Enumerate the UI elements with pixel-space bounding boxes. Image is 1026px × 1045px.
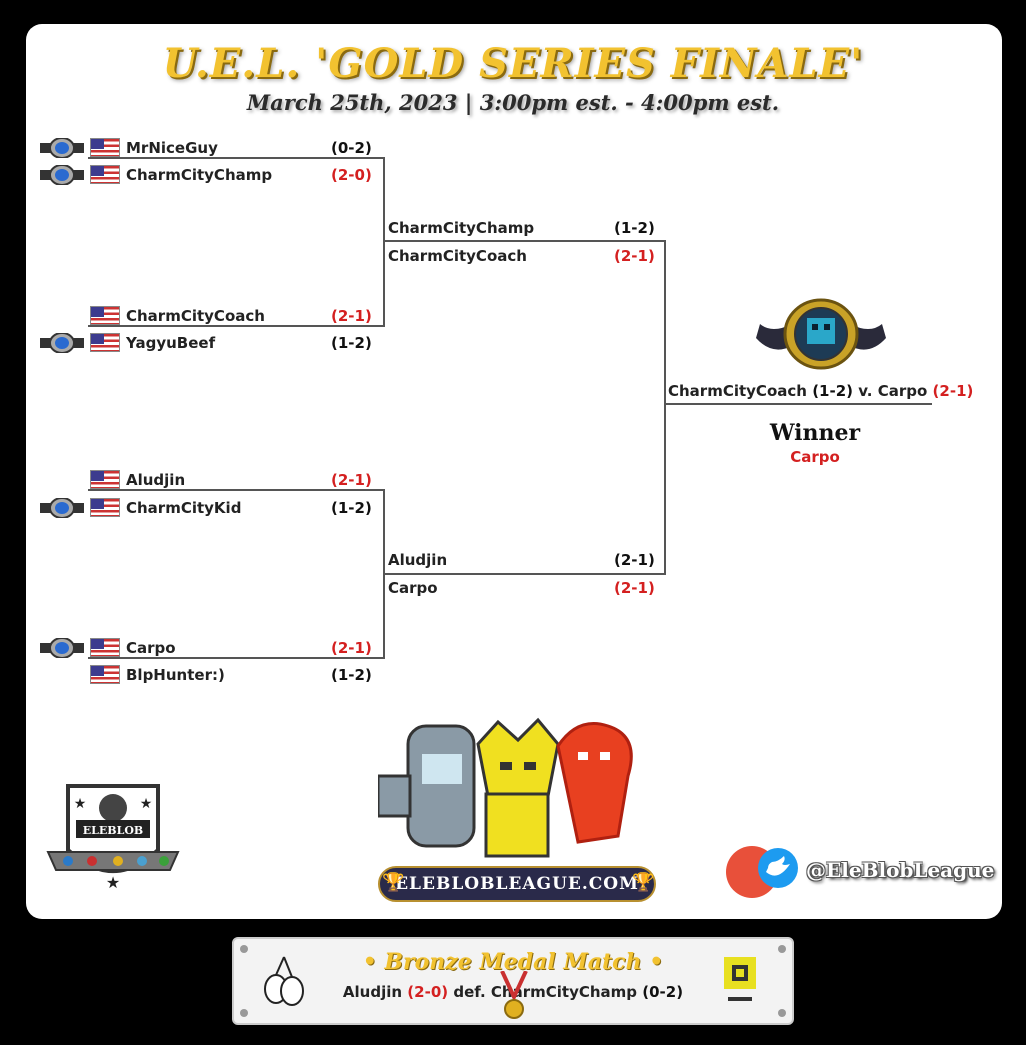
trophy-icon: 🏆 bbox=[382, 872, 405, 893]
semifinal-player-name: CharmCityCoach bbox=[388, 247, 527, 265]
bronze-match-panel: • Bronze Medal Match • Aludjin (2-0) def… bbox=[232, 937, 794, 1025]
us-flag-icon bbox=[90, 165, 120, 184]
event-date: March 25th, 2023 | 3:00pm est. - 4:00pm … bbox=[246, 90, 780, 115]
player-name: CharmCityChamp bbox=[126, 166, 273, 184]
player-name: MrNiceGuy bbox=[126, 139, 218, 157]
social-handle[interactable]: @EleBlobLeague bbox=[806, 858, 995, 882]
us-flag-icon bbox=[90, 470, 120, 489]
screw-icon bbox=[240, 945, 248, 953]
player-name: Aludjin bbox=[126, 471, 186, 489]
final-result: CharmCityCoach (1-2) v. Carpo (2-1) bbox=[668, 382, 973, 400]
bracket-line bbox=[88, 325, 384, 327]
belt-icon bbox=[40, 333, 84, 353]
us-flag-icon bbox=[90, 498, 120, 517]
semifinal-player-score: (2-1) bbox=[614, 579, 655, 597]
semifinal-player-score: (2-1) bbox=[614, 247, 655, 265]
bronze-loser: CharmCityChamp bbox=[490, 983, 638, 1001]
player-name: Carpo bbox=[126, 639, 176, 657]
us-flag-icon bbox=[90, 306, 120, 325]
player-score: (2-1) bbox=[331, 307, 372, 325]
belt-icon bbox=[40, 165, 84, 185]
bracket-line bbox=[88, 657, 384, 659]
twitter-icon bbox=[766, 856, 790, 876]
player-name: BlpHunter:) bbox=[126, 666, 225, 684]
us-flag-icon bbox=[90, 333, 120, 352]
us-flag-icon bbox=[90, 638, 120, 657]
league-logo: ★ ★ ELEBLOB ★ bbox=[46, 784, 180, 892]
winner-name: Carpo bbox=[790, 448, 840, 466]
medal-icon bbox=[500, 971, 528, 1019]
bronze-winner-score: (2-0) bbox=[407, 983, 449, 1001]
final-player2: Carpo bbox=[877, 382, 928, 400]
player-name: YagyuBeef bbox=[126, 334, 216, 352]
pixel-character-icon bbox=[724, 957, 756, 1001]
belt-icon bbox=[40, 498, 84, 518]
bracket-line bbox=[383, 157, 385, 327]
svg-text:★: ★ bbox=[106, 873, 120, 892]
bracket-line bbox=[664, 240, 666, 575]
screw-icon bbox=[778, 1009, 786, 1017]
bronze-def: def. bbox=[453, 983, 486, 1001]
social-icon bbox=[726, 846, 798, 898]
bracket-line bbox=[383, 573, 665, 575]
bracket-line bbox=[88, 489, 384, 491]
semifinal-player-score: (2-1) bbox=[614, 551, 655, 569]
final-vs: v. bbox=[858, 382, 873, 400]
final-score1: (1-2) bbox=[812, 382, 853, 400]
screw-icon bbox=[778, 945, 786, 953]
bronze-loser-score: (0-2) bbox=[642, 983, 684, 1001]
us-flag-icon bbox=[90, 138, 120, 157]
bronze-title: • Bronze Medal Match • bbox=[362, 949, 664, 975]
player-score: (2-0) bbox=[331, 166, 372, 184]
player-name: CharmCityCoach bbox=[126, 307, 265, 325]
mascots-illustration bbox=[378, 717, 633, 858]
belt-icon bbox=[40, 138, 84, 158]
screw-icon bbox=[240, 1009, 248, 1017]
belt-icon bbox=[40, 638, 84, 658]
player-score: (1-2) bbox=[331, 499, 372, 517]
semifinal-player-score: (1-2) bbox=[614, 219, 655, 237]
player-score: (0-2) bbox=[331, 139, 372, 157]
league-logo-text: ELEBLOB bbox=[83, 824, 143, 837]
final-score2: (2-1) bbox=[932, 382, 974, 400]
winner-label: Winner bbox=[769, 420, 861, 446]
player-score: (1-2) bbox=[331, 666, 372, 684]
page-title: U.E.L. 'GOLD SERIES FINALE' bbox=[162, 40, 864, 87]
semifinal-player-name: CharmCityChamp bbox=[388, 219, 535, 237]
semifinal-player-name: Carpo bbox=[388, 579, 438, 597]
svg-text:★: ★ bbox=[140, 796, 153, 812]
bracket-line bbox=[383, 240, 665, 242]
player-score: (1-2) bbox=[331, 334, 372, 352]
bronze-result: Aludjin (2-0) def. CharmCityChamp (0-2) bbox=[234, 983, 792, 1001]
player-score: (2-1) bbox=[331, 639, 372, 657]
final-player1: CharmCityCoach bbox=[668, 382, 807, 400]
trophy-icon: 🏆 bbox=[632, 872, 655, 893]
site-link[interactable]: ELEBLOBLEAGUE.COM bbox=[378, 866, 656, 902]
player-name: CharmCityKid bbox=[126, 499, 242, 517]
championship-belt-icon bbox=[756, 298, 886, 370]
bronze-winner: Aludjin bbox=[342, 983, 403, 1001]
player-score: (2-1) bbox=[331, 471, 372, 489]
us-flag-icon bbox=[90, 665, 120, 684]
svg-text:★: ★ bbox=[74, 796, 87, 812]
boxing-gloves-icon bbox=[264, 956, 304, 1006]
semifinal-player-name: Aludjin bbox=[388, 551, 448, 569]
bracket-line bbox=[88, 157, 384, 159]
bracket-line bbox=[664, 403, 932, 405]
